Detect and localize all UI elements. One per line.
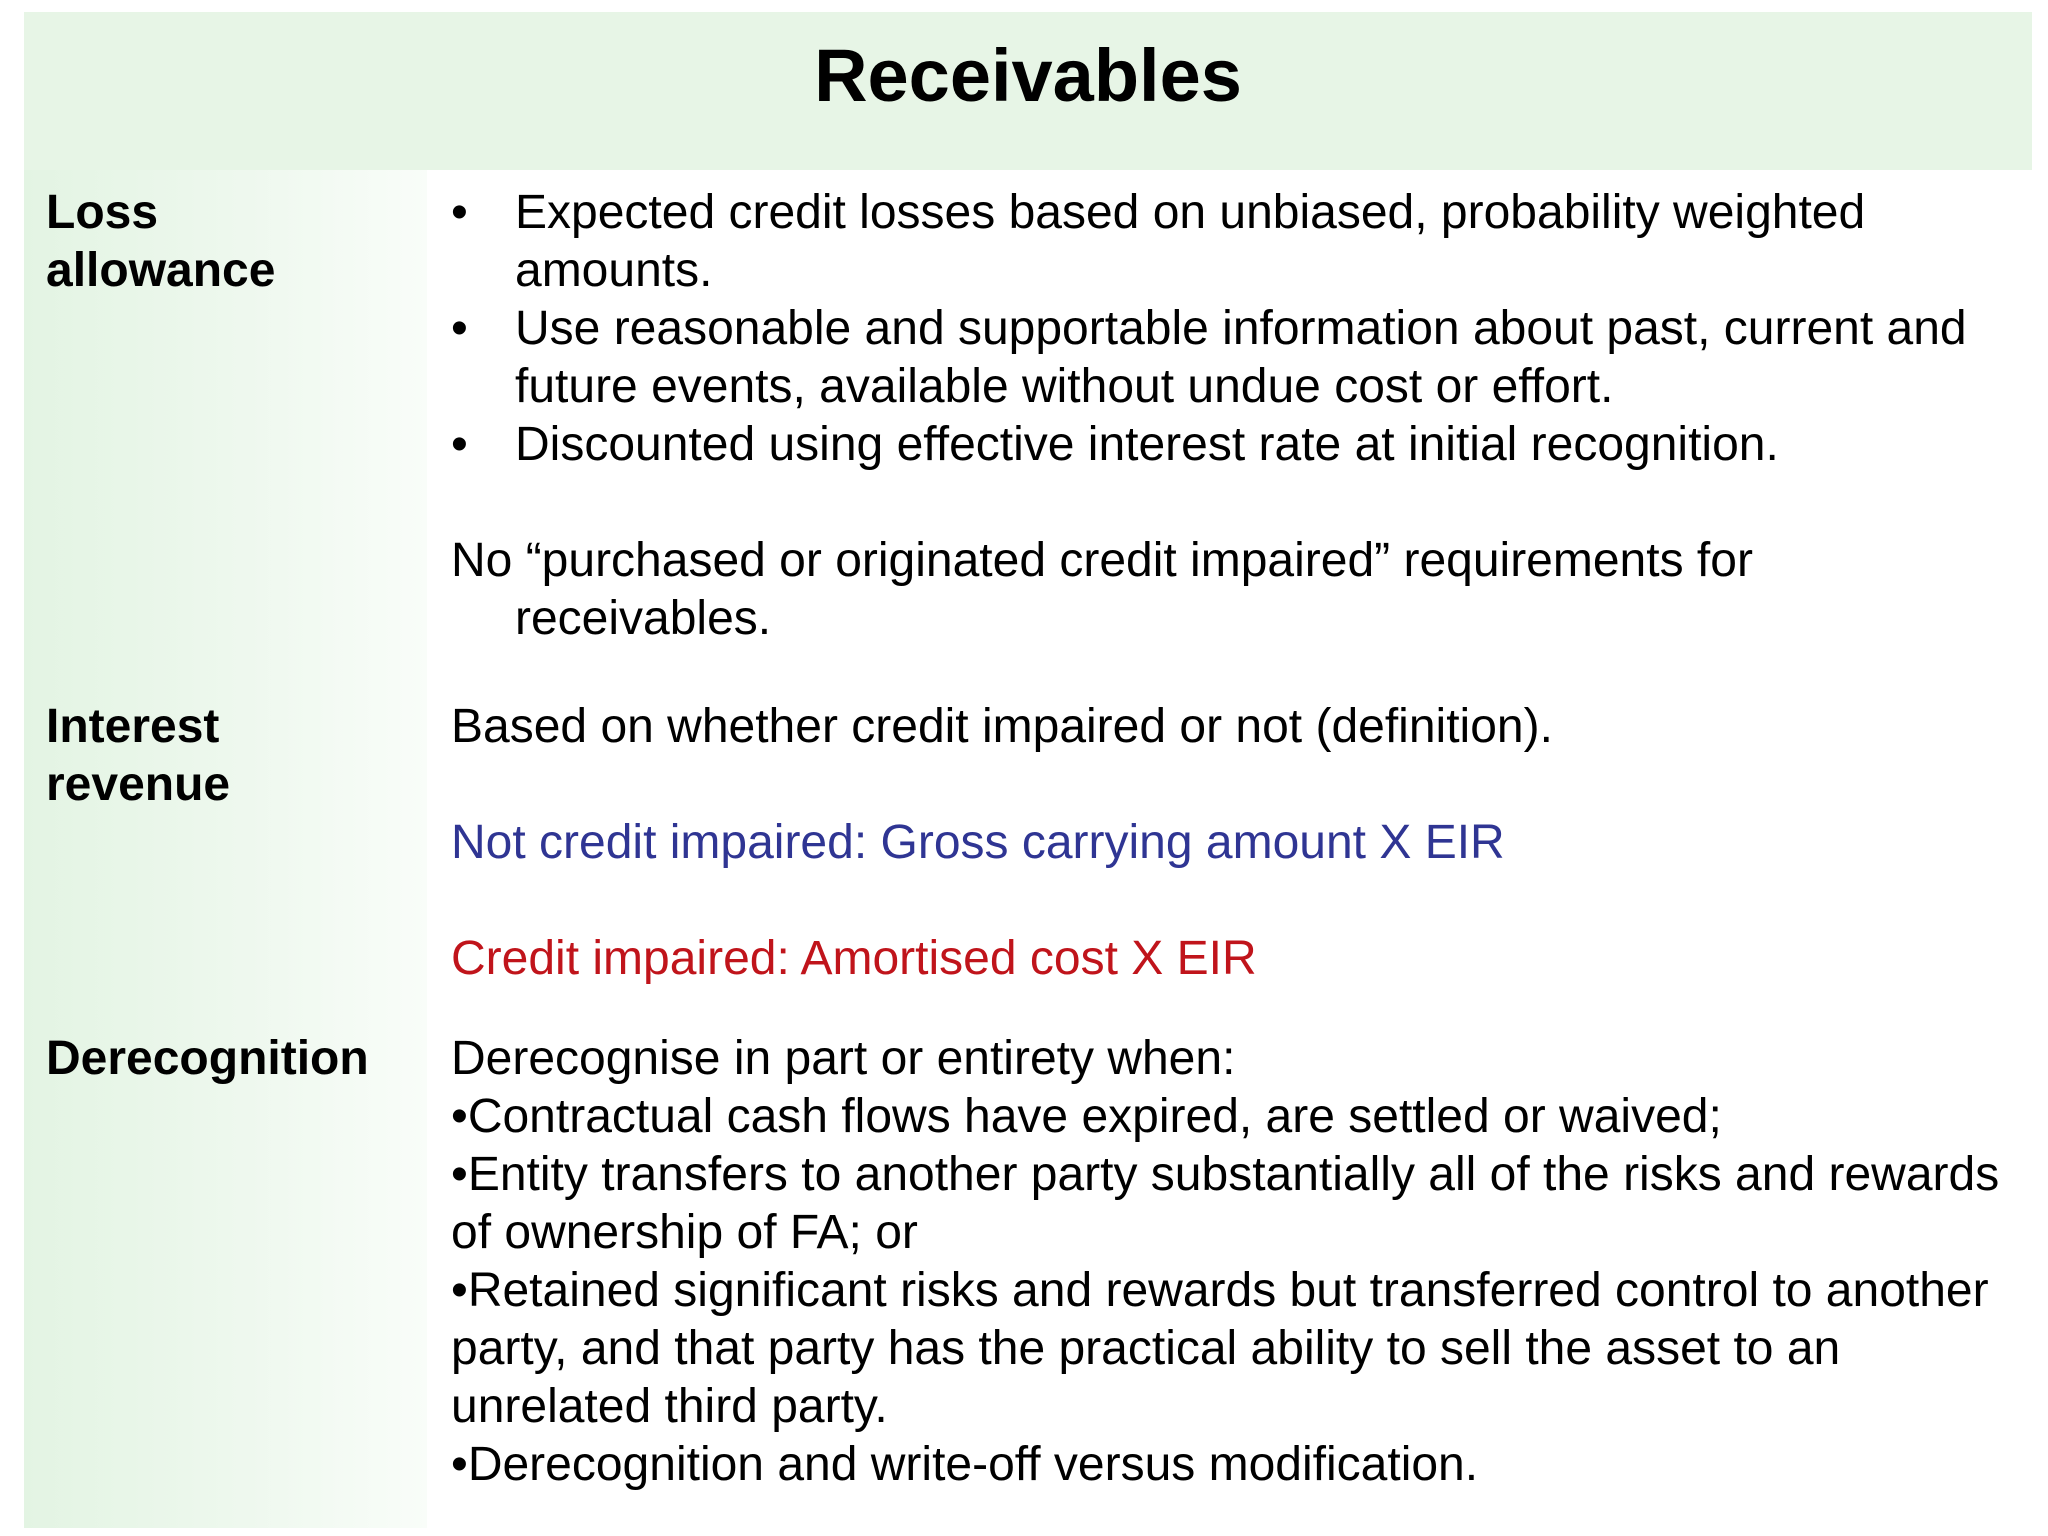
not-credit-impaired-text: Not credit impaired: Gross carrying amou… bbox=[451, 816, 1505, 869]
derecognition-content: Derecognise in part or entirety when: Co… bbox=[451, 1030, 2031, 1494]
loss-allowance-label: Loss allowance bbox=[46, 186, 276, 297]
slide-title: Receivables bbox=[814, 34, 1242, 117]
slide: Receivables Loss allowance Expected cred… bbox=[24, 12, 2032, 1528]
list-item: Expected credit losses based on unbiased… bbox=[451, 184, 2011, 300]
derecognition-label: Derecognition bbox=[46, 1032, 369, 1085]
list-item: Derecognition and write-off versus modif… bbox=[451, 1436, 2031, 1494]
title-band: Receivables bbox=[24, 12, 2032, 170]
list-item: Use reasonable and supportable informati… bbox=[451, 300, 2011, 416]
label-column bbox=[24, 170, 427, 1528]
poci-note: No “purchased or originated credit impai… bbox=[451, 534, 1753, 645]
list-item: Discounted using effective interest rate… bbox=[451, 416, 2011, 474]
loss-allowance-content: Expected credit losses based on unbiased… bbox=[451, 184, 2011, 648]
interest-revenue-intro: Based on whether credit impaired or not … bbox=[451, 700, 1553, 753]
credit-impaired-text: Credit impaired: Amortised cost X EIR bbox=[451, 932, 1257, 985]
list-item: Retained significant risks and rewards b… bbox=[451, 1262, 2031, 1436]
loss-allowance-bullets: Expected credit losses based on unbiased… bbox=[451, 184, 2011, 474]
interest-revenue-content: Based on whether credit impaired or not … bbox=[451, 698, 2011, 988]
derecognition-intro: Derecognise in part or entirety when: bbox=[451, 1032, 1236, 1085]
list-item: Entity transfers to another party substa… bbox=[451, 1146, 2031, 1262]
list-item: Contractual cash flows have expired, are… bbox=[451, 1088, 2031, 1146]
interest-revenue-label: Interest revenue bbox=[46, 700, 231, 811]
